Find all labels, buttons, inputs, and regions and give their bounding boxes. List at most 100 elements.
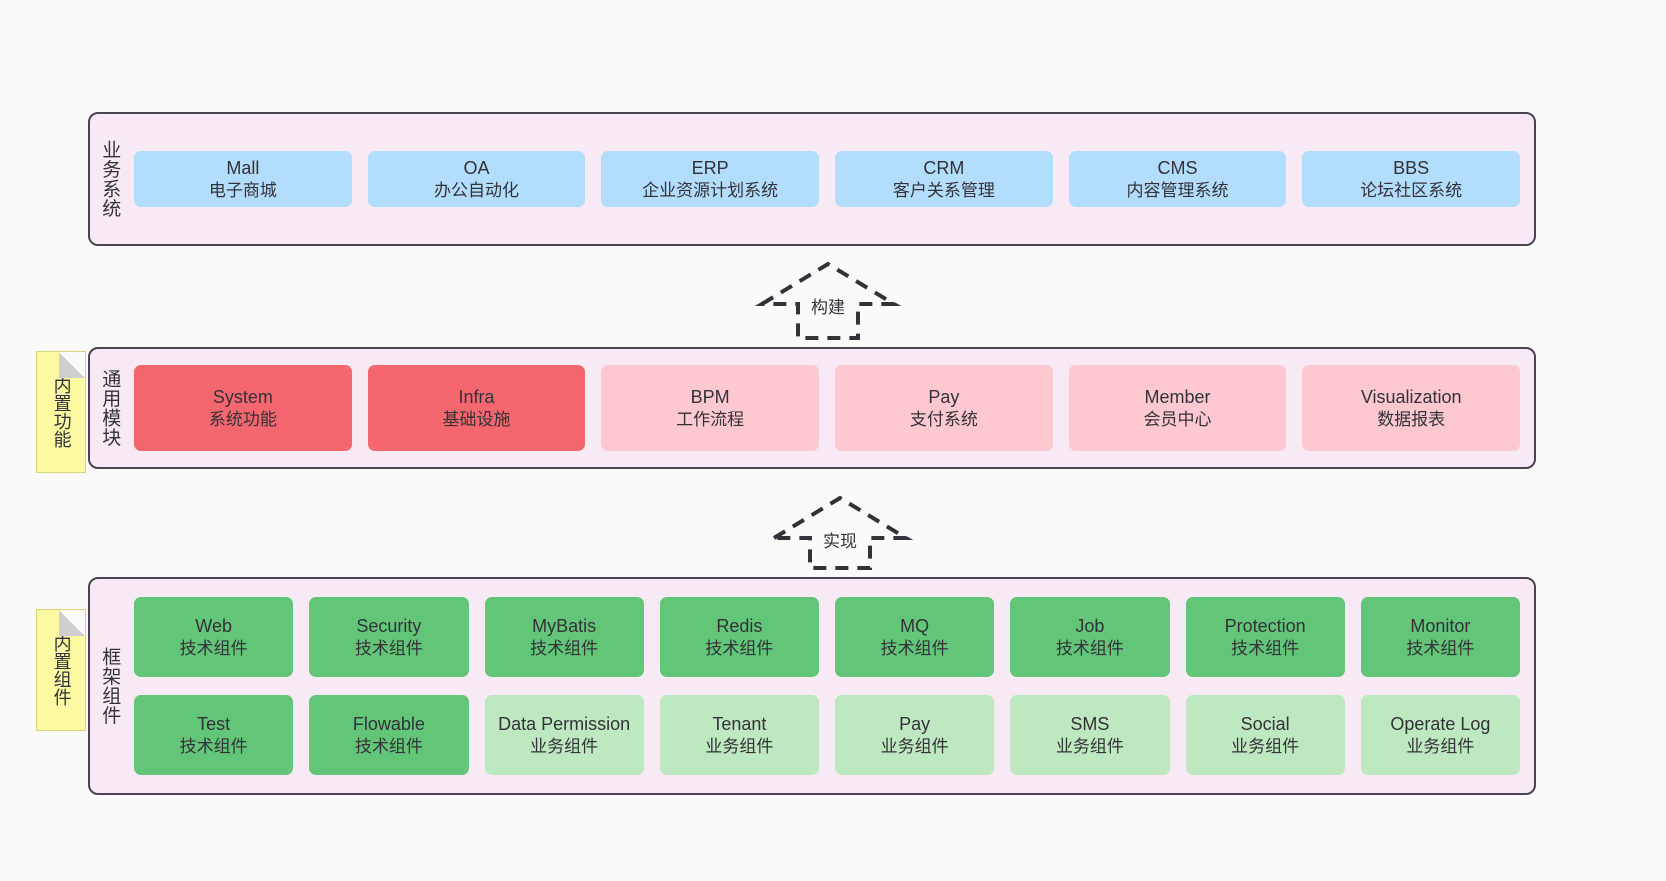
card-title: Operate Log [1390, 713, 1491, 734]
card-title: Member [1144, 386, 1211, 407]
layer-body-common-modules: System 系统功能 Infra 基础设施 BPM 工作流程 Pay 支付系统… [128, 349, 1534, 467]
card-pay-component[interactable]: Pay 业务组件 [835, 695, 995, 775]
card-bbs[interactable]: BBS 论坛社区系统 [1302, 150, 1521, 208]
card-title: Job [1075, 615, 1105, 636]
card-title: Pay [899, 713, 931, 734]
card-title: Security [356, 615, 422, 636]
card-subtitle: 业务组件 [530, 736, 599, 756]
card-operate-log[interactable]: Operate Log 业务组件 [1360, 695, 1520, 775]
card-subtitle: 业务组件 [1231, 736, 1300, 756]
card-subtitle: 系统功能 [208, 409, 277, 429]
card-title: System [212, 386, 273, 407]
card-row: Test 技术组件 Flowable 技术组件 Data Permission … [134, 695, 1520, 775]
card-title: Protection [1224, 615, 1306, 636]
card-subtitle: 业务组件 [1406, 736, 1475, 756]
card-title: Infra [458, 386, 495, 407]
card-title: Visualization [1360, 386, 1462, 407]
card-subtitle: 业务组件 [705, 736, 774, 756]
card-title: BPM [690, 386, 730, 407]
card-title: CMS [1157, 157, 1198, 178]
card-bpm[interactable]: BPM 工作流程 [601, 365, 820, 451]
card-subtitle: 会员中心 [1143, 409, 1212, 429]
card-tenant[interactable]: Tenant 业务组件 [659, 695, 819, 775]
card-subtitle: 工作流程 [676, 409, 745, 429]
card-subtitle: 技术组件 [1055, 638, 1124, 658]
card-subtitle: 办公自动化 [434, 180, 519, 200]
card-title: SMS [1070, 713, 1110, 734]
layer-body-business-systems: Mall 电子商城 OA 办公自动化 ERP 企业资源计划系统 CRM 客户关系… [128, 114, 1534, 244]
card-erp[interactable]: ERP 企业资源计划系统 [601, 150, 820, 208]
card-system[interactable]: System 系统功能 [134, 365, 352, 451]
card-title: Flowable [352, 713, 425, 734]
card-subtitle: 技术组件 [530, 638, 599, 658]
card-subtitle: 技术组件 [1231, 638, 1300, 658]
card-row: System 系统功能 Infra 基础设施 BPM 工作流程 Pay 支付系统… [134, 365, 1521, 451]
card-title: ERP [691, 157, 729, 178]
card-security[interactable]: Security 技术组件 [309, 597, 469, 677]
card-test[interactable]: Test 技术组件 [134, 695, 294, 775]
card-subtitle: 技术组件 [1406, 638, 1475, 658]
sticky-note-label: 内置功能 [51, 376, 72, 448]
card-sms[interactable]: SMS 业务组件 [1010, 695, 1170, 775]
card-subtitle: 技术组件 [179, 736, 248, 756]
card-row: Mall 电子商城 OA 办公自动化 ERP 企业资源计划系统 CRM 客户关系… [134, 150, 1521, 208]
card-member[interactable]: Member 会员中心 [1068, 365, 1287, 451]
card-visualization[interactable]: Visualization 数据报表 [1302, 365, 1521, 451]
card-flowable[interactable]: Flowable 技术组件 [309, 695, 469, 775]
card-title: CRM [923, 157, 965, 178]
card-title: MyBatis [532, 615, 597, 636]
layer-body-framework-components: Web 技术组件 Security 技术组件 MyBatis 技术组件 Redi… [128, 579, 1534, 793]
card-web[interactable]: Web 技术组件 [134, 597, 294, 677]
card-subtitle: 内容管理系统 [1126, 180, 1229, 200]
sticky-note-label: 内置组件 [51, 634, 72, 706]
card-title: Redis [716, 615, 763, 636]
layer-business-systems: 业务系统 Mall 电子商城 OA 办公自动化 ERP 企业资源计划系统 CRM… [88, 112, 1536, 246]
layer-title-business-systems: 业务系统 [99, 140, 121, 218]
card-subtitle: 业务组件 [880, 736, 949, 756]
card-oa[interactable]: OA 办公自动化 [367, 150, 586, 208]
card-subtitle: 企业资源计划系统 [642, 180, 779, 200]
card-protection[interactable]: Protection 技术组件 [1185, 597, 1345, 677]
card-title: Pay [928, 386, 960, 407]
layer-title-common-modules: 通用模块 [99, 369, 121, 447]
card-mq[interactable]: MQ 技术组件 [835, 597, 995, 677]
card-subtitle: 客户关系管理 [892, 180, 995, 200]
sticky-note-builtin-components: 内置组件 [36, 609, 86, 731]
arrow-implement: 实现 [766, 494, 914, 572]
card-subtitle: 技术组件 [880, 638, 949, 658]
card-crm[interactable]: CRM 客户关系管理 [835, 150, 1053, 208]
card-title: Data Permission [498, 713, 631, 734]
card-pay-module[interactable]: Pay 支付系统 [835, 365, 1053, 451]
card-job[interactable]: Job 技术组件 [1010, 597, 1170, 677]
sticky-note-builtin-features: 内置功能 [36, 351, 86, 473]
card-redis[interactable]: Redis 技术组件 [659, 597, 819, 677]
card-subtitle: 支付系统 [909, 409, 978, 429]
arrow-outline [754, 261, 902, 340]
arrow-build: 构建 [754, 260, 902, 342]
card-mybatis[interactable]: MyBatis 技术组件 [484, 597, 644, 677]
card-monitor[interactable]: Monitor 技术组件 [1360, 597, 1520, 677]
card-infra[interactable]: Infra 基础设施 [367, 365, 586, 451]
card-title: OA [463, 157, 490, 178]
arrow-outline [766, 495, 914, 570]
card-subtitle: 技术组件 [354, 736, 423, 756]
card-title: BBS [1393, 157, 1430, 178]
card-subtitle: 基础设施 [442, 409, 511, 429]
card-title: Monitor [1410, 615, 1471, 636]
card-subtitle: 技术组件 [354, 638, 423, 658]
card-subtitle: 电子商城 [208, 180, 277, 200]
layer-title-framework-components: 框架组件 [99, 647, 121, 725]
card-title: MQ [900, 615, 930, 636]
card-mall[interactable]: Mall 电子商城 [134, 150, 352, 208]
layer-common-modules: 通用模块 System 系统功能 Infra 基础设施 BPM 工作流程 Pay… [88, 347, 1536, 469]
card-title: Tenant [712, 713, 767, 734]
card-data-permission[interactable]: Data Permission 业务组件 [484, 695, 644, 775]
card-social[interactable]: Social 业务组件 [1185, 695, 1345, 775]
card-row: Web 技术组件 Security 技术组件 MyBatis 技术组件 Redi… [134, 597, 1520, 677]
card-title: Social [1240, 713, 1290, 734]
card-subtitle: 业务组件 [1055, 736, 1124, 756]
card-subtitle: 技术组件 [179, 638, 248, 658]
card-cms[interactable]: CMS 内容管理系统 [1068, 150, 1287, 208]
arrow-build-label: 构建 [809, 293, 847, 318]
